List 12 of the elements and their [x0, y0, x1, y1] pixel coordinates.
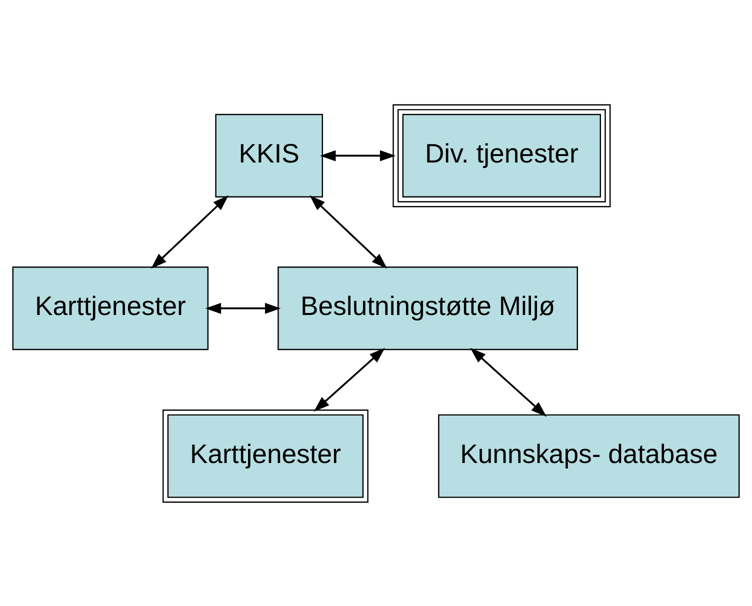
node-box: Karttjenester: [12, 266, 209, 350]
arrow: [470, 347, 547, 416]
node-box: Karttjenester: [162, 409, 368, 502]
arrow: [151, 194, 229, 268]
node-box: Div. tjenester: [392, 104, 611, 207]
arrow: [310, 194, 388, 268]
node-box: Beslutningstøtte Miljø: [278, 266, 578, 350]
arrow: [320, 150, 396, 161]
arrow: [314, 347, 386, 412]
node-box: Kunnskaps- database: [438, 414, 740, 498]
node-box: KKIS: [215, 113, 323, 197]
arrow: [205, 302, 281, 314]
